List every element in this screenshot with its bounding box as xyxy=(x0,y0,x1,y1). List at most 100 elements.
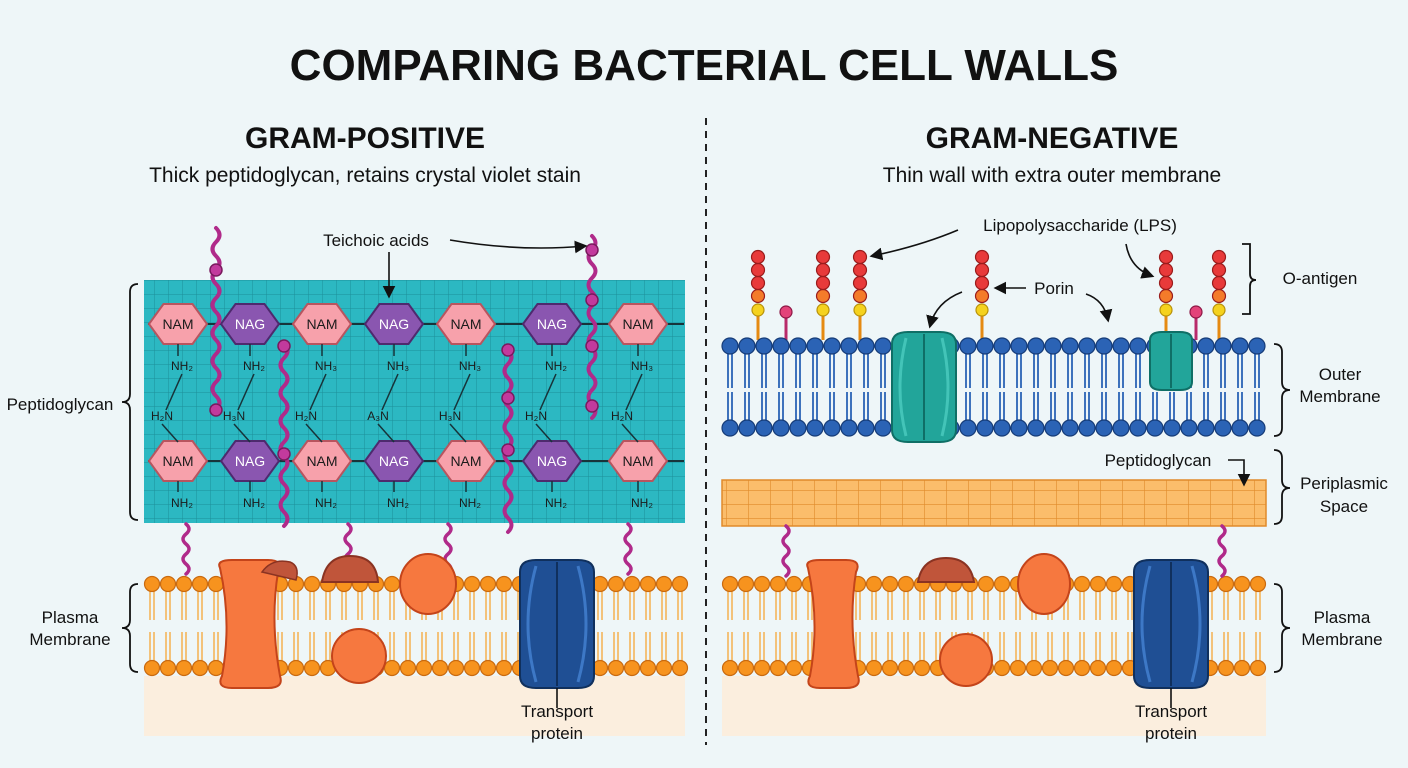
transport-protein-left xyxy=(519,559,595,689)
glycan-unit-label: NAM xyxy=(450,316,481,332)
o-antigen-sugar xyxy=(852,288,868,304)
lipid-head xyxy=(671,575,689,593)
amine-bottom-label: NH₂ xyxy=(171,496,193,510)
teichoic-bead xyxy=(209,403,223,417)
o-antigen-sugar xyxy=(750,249,766,265)
glycan-unit-label: NAM xyxy=(306,316,337,332)
page-title: COMPARING BACTERIAL CELL WALLS xyxy=(290,41,1119,90)
teichoic-bead xyxy=(585,339,599,353)
lipid-head xyxy=(383,575,401,593)
lipid-head xyxy=(143,575,161,593)
cross-bridge xyxy=(381,373,399,411)
lipid-head xyxy=(191,659,209,677)
teichoic-acid-chains xyxy=(209,226,599,534)
o-antigen-sugar xyxy=(1158,262,1174,278)
transport-protein-label-line1: Transport xyxy=(521,702,593,721)
amine-mid-label: H₂N xyxy=(295,409,317,423)
o-antigen-sugar xyxy=(815,262,831,278)
outer-lipid-head xyxy=(789,419,807,437)
outer-lipid-head xyxy=(1061,419,1079,437)
outer-lipid-head xyxy=(1078,419,1096,437)
porin-small xyxy=(1149,331,1193,391)
outer-lipid-head xyxy=(959,337,977,355)
teichoic-chain xyxy=(586,234,598,420)
o-antigen-bracket xyxy=(1242,243,1257,315)
lipid-head xyxy=(623,575,641,593)
globular-protein-top-right xyxy=(1017,553,1071,615)
wall-anchor xyxy=(781,524,791,578)
o-antigen-sugar xyxy=(974,288,990,304)
porin-arrow-down-left xyxy=(926,291,963,329)
gram-positive-heading: GRAM-POSITIVE xyxy=(245,122,485,155)
amine-bottom-label: NH₂ xyxy=(545,496,567,510)
lps-short-head xyxy=(779,305,793,319)
transport-protein-label-right-line2: protein xyxy=(1145,724,1197,743)
teichoic-bead xyxy=(585,293,599,307)
gram-positive-panel: GRAM-POSITIVE Thick peptidoglycan, retai… xyxy=(7,122,689,743)
outer-lipid-head xyxy=(789,337,807,355)
nam-unit xyxy=(147,303,209,345)
outer-lipid-head xyxy=(1112,337,1130,355)
amine-mid-label: H₂N xyxy=(525,409,547,423)
peripheral-protein-small xyxy=(260,560,298,581)
o-antigen-sugar xyxy=(1211,288,1227,304)
lipid-head xyxy=(287,659,305,677)
outer-membrane-bracket xyxy=(1273,343,1291,437)
lipid-head xyxy=(769,659,787,677)
outer-lipid-head xyxy=(959,419,977,437)
lps-core-sugar xyxy=(975,303,989,317)
nag-unit xyxy=(521,440,583,482)
gram-negative-heading: GRAM-NEGATIVE xyxy=(926,122,1179,155)
lipid-head xyxy=(1025,659,1043,677)
teichoic-bead xyxy=(501,343,515,357)
lipid-head xyxy=(1249,575,1267,593)
teichoic-arrow-right xyxy=(449,239,588,254)
lps-core-sugar xyxy=(751,303,765,317)
peptidoglycan-bracket xyxy=(121,283,139,521)
o-antigen-sugar xyxy=(815,275,831,291)
lipid-head xyxy=(207,659,225,677)
wall-anchor xyxy=(623,522,633,576)
cross-bridge xyxy=(305,423,323,443)
lipid-head xyxy=(1233,575,1251,593)
lipid-head xyxy=(431,659,449,677)
lipid-head xyxy=(1041,659,1059,677)
plasma-membrane-label-line1: Plasma xyxy=(42,608,99,627)
cross-bridge xyxy=(377,423,395,443)
outer-lipid-head xyxy=(874,419,892,437)
lps-label: Lipopolysaccharide (LPS) xyxy=(983,216,1177,235)
lipid-head xyxy=(159,659,177,677)
outer-lipid-head xyxy=(1146,419,1164,437)
amine-bottom-label: NH₂ xyxy=(315,496,337,510)
nam-unit xyxy=(435,303,497,345)
o-antigen-sugar xyxy=(750,275,766,291)
glycan-unit-label: NAM xyxy=(162,453,193,469)
lipid-head xyxy=(1233,659,1251,677)
o-antigen-sugar xyxy=(852,262,868,278)
glycan-unit-label: NAG xyxy=(235,453,265,469)
teichoic-acids-label: Teichoic acids xyxy=(323,231,429,250)
outer-lipid-head xyxy=(823,337,841,355)
outer-lipid-head xyxy=(840,337,858,355)
lipid-head xyxy=(1249,659,1267,677)
o-antigen-sugar xyxy=(815,249,831,265)
lipid-head xyxy=(785,659,803,677)
outer-lipid-head xyxy=(1010,337,1028,355)
outer-lipid-head xyxy=(1078,337,1096,355)
lipid-head xyxy=(415,659,433,677)
teichoic-chain xyxy=(502,348,514,534)
outer-lipid-head xyxy=(806,337,824,355)
nag-unit xyxy=(219,440,281,482)
lipid-head xyxy=(655,575,673,593)
globular-protein-top xyxy=(399,553,457,615)
outer-lipid-head xyxy=(1129,337,1147,355)
lipid-head xyxy=(495,659,513,677)
integral-protein-hourglass-right xyxy=(806,559,860,689)
lipid-head xyxy=(655,659,673,677)
lipid-head xyxy=(1009,659,1027,677)
amine-top-label: NH₃ xyxy=(315,359,337,373)
wall-anchor xyxy=(181,522,191,576)
outer-lipid-head xyxy=(738,419,756,437)
outer-lipid-head xyxy=(993,419,1011,437)
